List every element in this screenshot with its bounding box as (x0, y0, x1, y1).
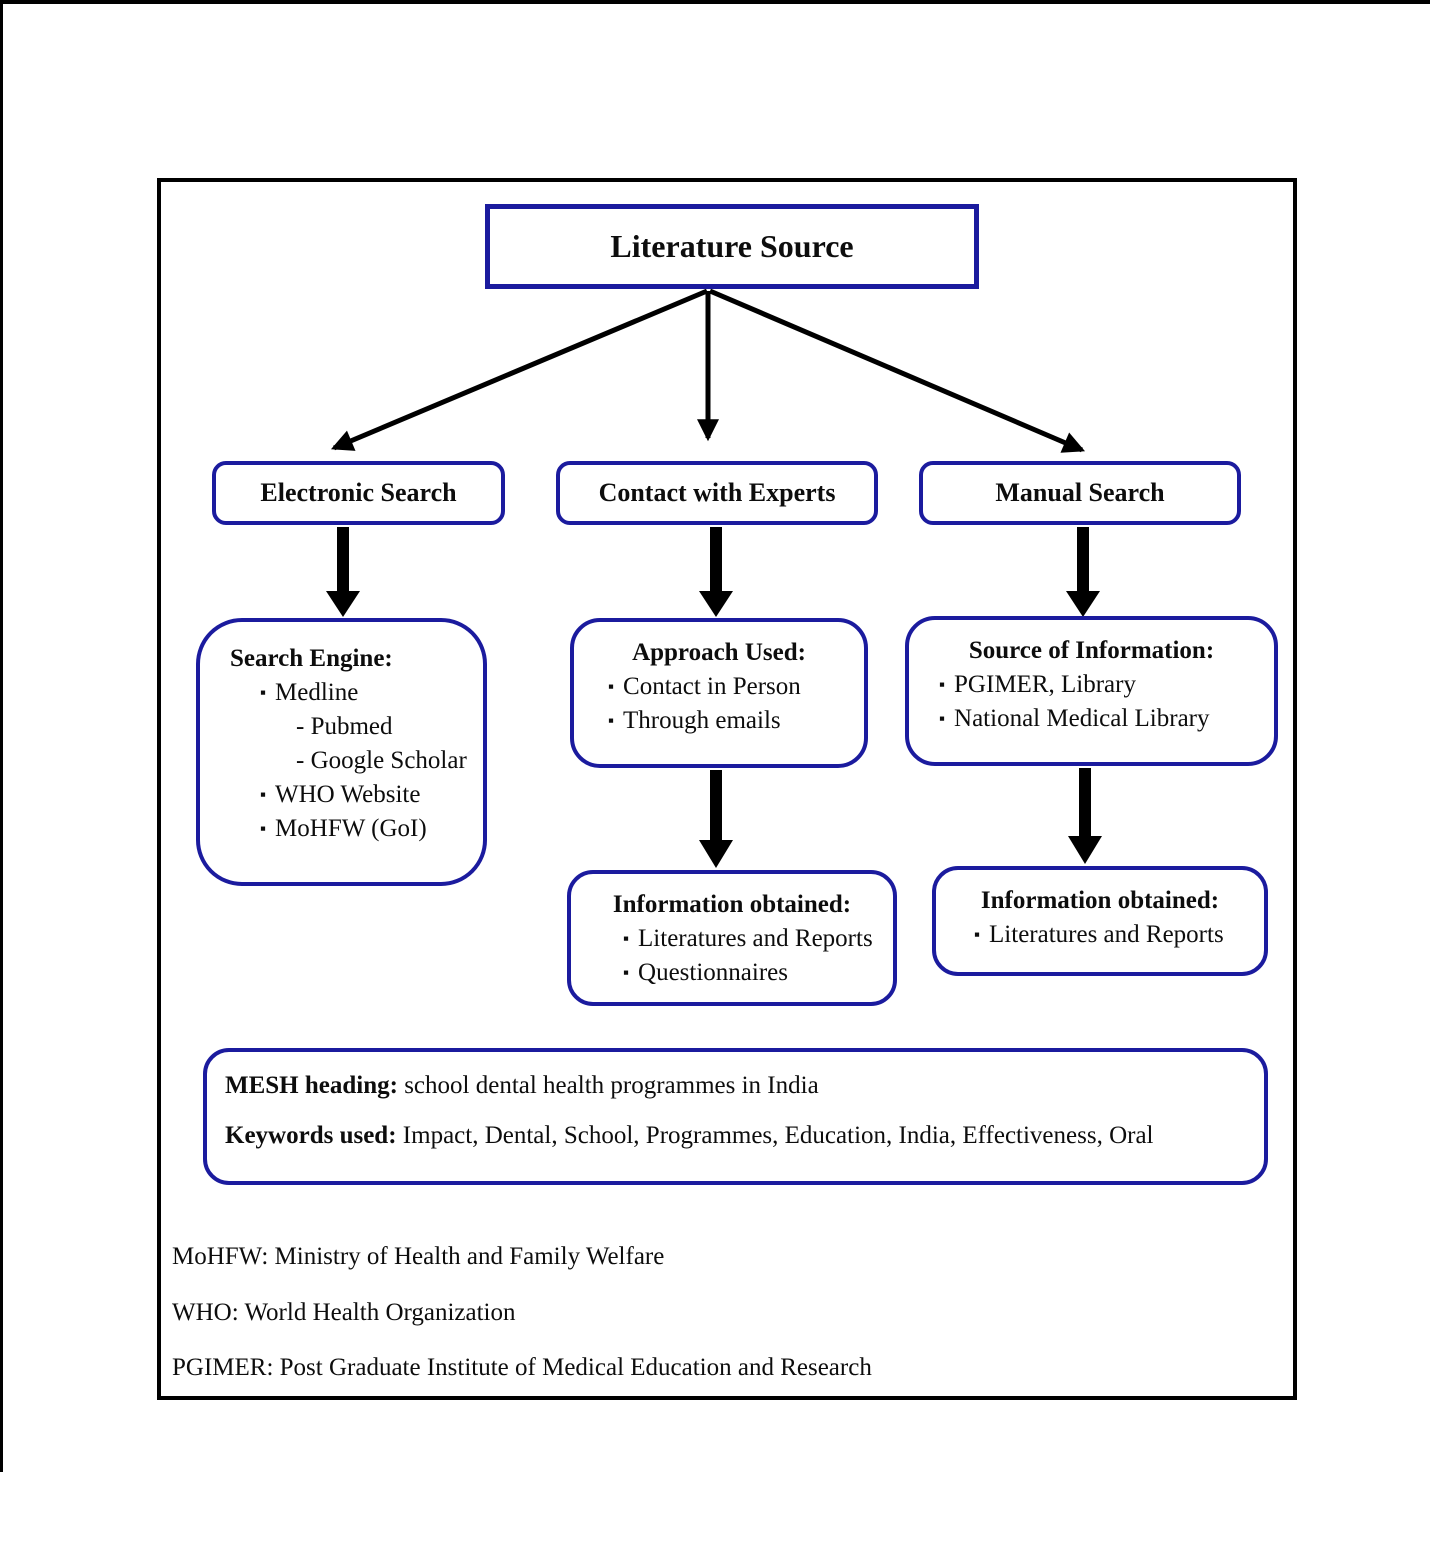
footnote-pgimer: PGIMER: Post Graduate Institute of Medic… (172, 1354, 872, 1381)
node-literature-source: Literature Source (485, 204, 979, 289)
list-item: ▪ Literatures and Reports (936, 918, 1264, 952)
node-mesh-keywords: MESH heading: school dental health progr… (203, 1048, 1268, 1185)
list-item-label: National Medical Library (954, 705, 1210, 732)
node-search-engine: Search Engine: ▪ Medline - Pubmed - Googl… (196, 618, 487, 886)
keywords-line: Keywords used: Impact, Dental, School, P… (225, 1122, 1264, 1150)
list-item-label: Contact in Person (623, 673, 801, 700)
list-item-label: Questionnaires (638, 959, 788, 986)
node-information-obtained-manual: Information obtained: ▪ Literatures and R… (932, 866, 1268, 976)
list-item-label: WHO Website (275, 781, 421, 808)
bullet-icon: ▪ (623, 929, 630, 948)
node-information-obtained-contact: Information obtained: ▪ Literatures and R… (567, 870, 897, 1006)
node-source-of-information: Source of Information: ▪PGIMER, Library … (905, 616, 1278, 766)
bullet-icon: ▪ (608, 677, 615, 696)
node-contact-with-experts: Contact with Experts (556, 461, 878, 525)
list-subitem: - Google Scholar (296, 747, 467, 774)
mesh-heading-line: MESH heading: school dental health progr… (225, 1072, 1264, 1100)
node-title: Manual Search (995, 478, 1165, 507)
list-item: ▪ Through emails (574, 704, 864, 738)
footnote-who: WHO: World Health Organization (172, 1299, 516, 1326)
bullet-icon: ▪ (260, 683, 267, 702)
list-item: ▪ Medline (200, 676, 483, 710)
list-item-label: Through emails (623, 707, 781, 734)
bullet-icon: ▪ (623, 963, 630, 982)
bullet-icon: ▪ (939, 675, 946, 694)
list-item: ▪ National Medical Library (909, 702, 1274, 736)
list-item: ▪ MoHFW (GoI) (200, 812, 483, 846)
keywords-text: Impact, Dental, School, Programmes, Educ… (396, 1122, 1154, 1149)
list-item-label: Medline (275, 679, 359, 706)
node-title: Search Engine: (230, 645, 393, 672)
node-title: Contact with Experts (598, 478, 836, 507)
scan-edge-left (0, 0, 3, 1472)
bullet-icon: ▪ (974, 925, 981, 944)
list-item: ▪ Contact in Person (574, 670, 864, 704)
list-item: ▪ Literatures and Reports (571, 922, 893, 956)
list-item-label: Literatures and Reports (638, 925, 873, 952)
node-title: Literature Source (610, 228, 854, 264)
list-item-label: PGIMER, Library (954, 671, 1136, 698)
list-item: ▪ PGIMER, Library (909, 668, 1274, 702)
keywords-label: Keywords used: (225, 1122, 397, 1149)
node-title: Approach Used: (632, 639, 806, 666)
bullet-icon: ▪ (260, 785, 267, 804)
bullet-icon: ▪ (939, 709, 946, 728)
node-title: Information obtained: (980, 887, 1220, 914)
mesh-heading-label: MESH heading: (225, 1072, 398, 1099)
list-item: ▪ WHO Website (200, 778, 483, 812)
node-approach-used: Approach Used: ▪ Contact in Person ▪ Throu… (570, 618, 868, 768)
list-subitem: - Pubmed (296, 713, 393, 740)
node-title: Source of Information: (968, 637, 1215, 664)
node-electronic-search: Electronic Search (212, 461, 505, 525)
list-item: ▪ Questionnaires (571, 956, 893, 990)
mesh-heading-text: school dental health programmes in India (397, 1072, 819, 1099)
list-item-label: MoHFW (GoI) (275, 815, 427, 842)
node-title: Electronic Search (260, 478, 457, 507)
footnote-mohfw: MoHFW: Ministry of Health and Family Wel… (172, 1243, 665, 1270)
bullet-icon: ▪ (260, 819, 267, 838)
list-item-label: Literatures and Reports (989, 921, 1224, 948)
scan-edge-top (0, 0, 1430, 4)
bullet-icon: ▪ (608, 711, 615, 730)
node-manual-search: Manual Search (919, 461, 1241, 525)
node-title: Information obtained: (612, 891, 852, 918)
